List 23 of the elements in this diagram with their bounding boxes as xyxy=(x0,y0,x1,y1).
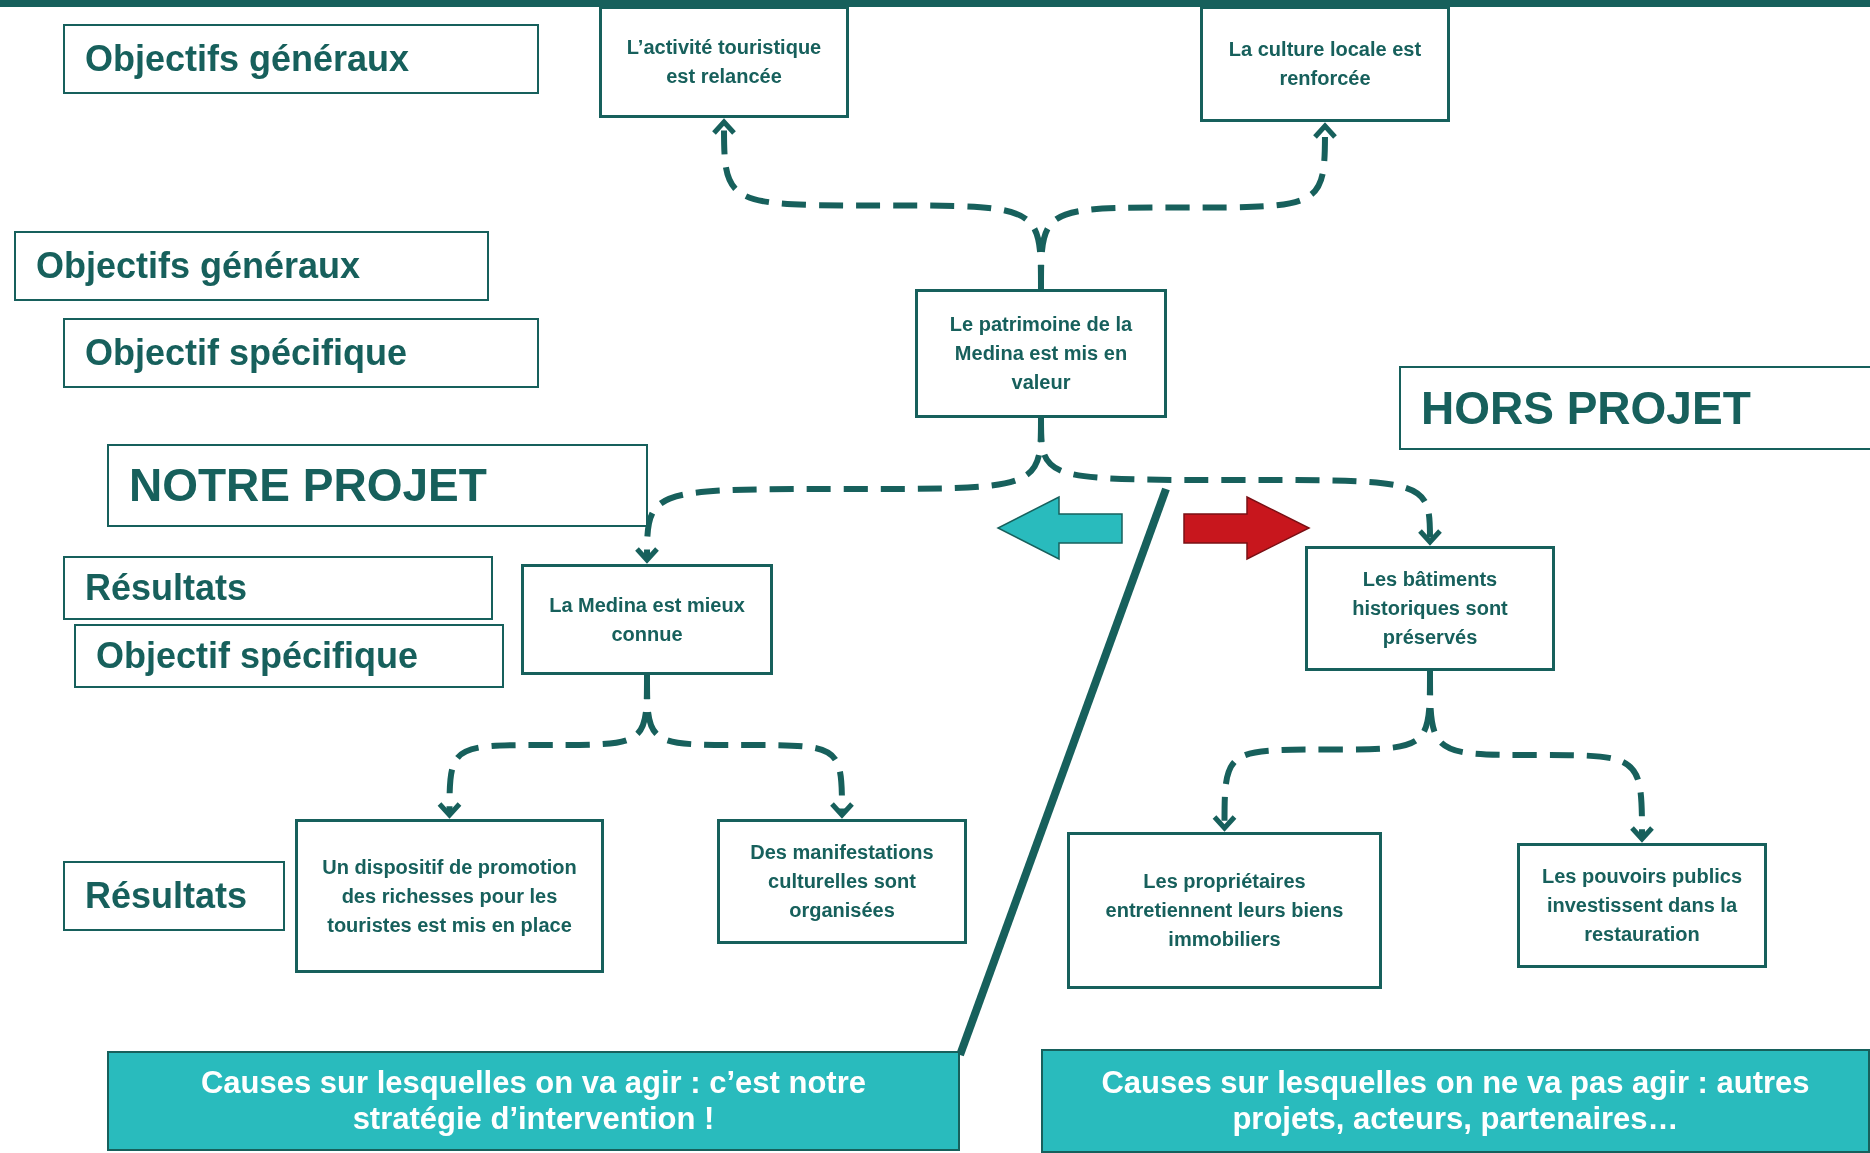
level-label-box: Résultats xyxy=(63,861,285,931)
level-label-box: Objectifs généraux xyxy=(14,231,489,301)
objective-box: Les bâtiments historiques sont préservés xyxy=(1305,546,1555,671)
objective-box: Les pouvoirs publics investissent dans la restauration xyxy=(1517,843,1767,968)
level-label-box: Objectif spécifique xyxy=(63,318,539,388)
dashed-arrow xyxy=(1427,671,1655,842)
objective-box: La Medina est mieux connue xyxy=(521,564,773,675)
objective-box: Des manifestations culturelles sont organisées xyxy=(717,819,967,944)
objective-box: L’activité touristique est relancée xyxy=(599,6,849,118)
cause-banner: Causes sur lesquelles on va agir : c’est notre stratégie d’intervention ! xyxy=(107,1051,960,1151)
level-label-box: Résultats xyxy=(63,556,493,620)
cause-banner: Causes sur lesquelles on ne va pas agir : autres projets, acteurs, partenaires… xyxy=(1041,1049,1870,1153)
section-label-box: NOTRE PROJET xyxy=(107,444,648,527)
dashed-arrow xyxy=(1038,123,1338,289)
section-label-box: HORS PROJET xyxy=(1399,366,1870,450)
objective-box: La culture locale est renforcée xyxy=(1200,6,1450,122)
objective-box: Le patrimoine de la Medina est mis en valeur xyxy=(915,289,1167,418)
objective-box: Un dispositif de promotion des richesses pour les touristes est mis en place xyxy=(295,819,604,973)
objective-box: Les propriétaires entretiennent leurs biens immobiliers xyxy=(1067,832,1382,989)
dashed-arrow xyxy=(1038,417,1443,545)
level-label-box: Objectif spécifique xyxy=(74,624,504,688)
dashed-arrow xyxy=(644,675,855,818)
level-label-box: Objectifs généraux xyxy=(63,24,539,94)
